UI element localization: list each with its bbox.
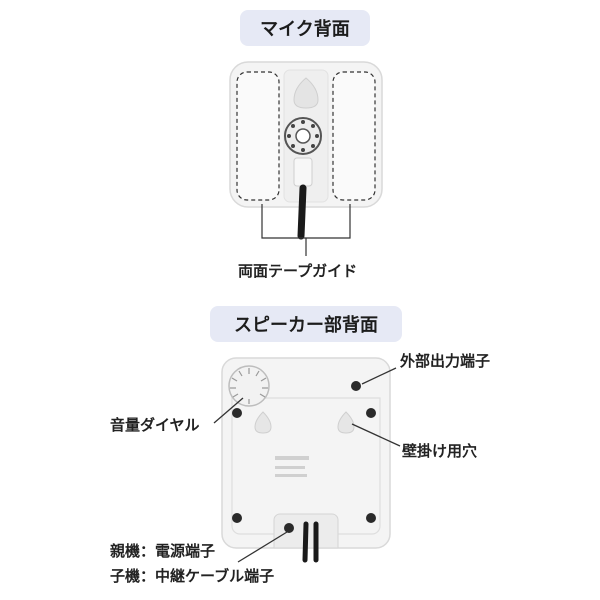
volume-dial [228, 365, 270, 407]
jack-leader [237, 531, 288, 563]
mic-keyhole [293, 77, 319, 109]
speaker-back-title: スピーカー部背面 [210, 306, 402, 342]
tape-guide-bracket [261, 204, 351, 239]
wall-hang-hole-left [254, 411, 272, 434]
screw-hole [232, 513, 242, 523]
wallhole-leader [351, 423, 401, 447]
wall-hang-label: 壁掛け用穴 [402, 442, 478, 460]
wall-hang-hole-right [337, 411, 355, 434]
screw-hole [366, 513, 376, 523]
mic-back-device [229, 61, 383, 256]
tape-pad-left [236, 71, 280, 201]
speaker-back-device [221, 357, 391, 563]
output-leader [361, 367, 397, 385]
external-output-label: 外部出力端子 [400, 352, 491, 370]
parent-power-label: 親機：電源端子 [110, 542, 216, 560]
power-relay-jack [284, 523, 294, 533]
volume-leader [213, 397, 244, 424]
mic-cable [297, 184, 307, 240]
tape-guide-label: 両面テープガイド [238, 262, 358, 280]
mic-back-title: マイク背面 [240, 10, 370, 46]
tape-pad-right [332, 71, 376, 201]
speaker-cable [302, 521, 309, 563]
screw-hole [232, 408, 242, 418]
screw-hole [366, 408, 376, 418]
external-output-jack [351, 381, 361, 391]
volume-dial-label: 音量ダイヤル [110, 416, 200, 434]
child-cable-label: 子機：中継ケーブル端子 [110, 567, 275, 585]
